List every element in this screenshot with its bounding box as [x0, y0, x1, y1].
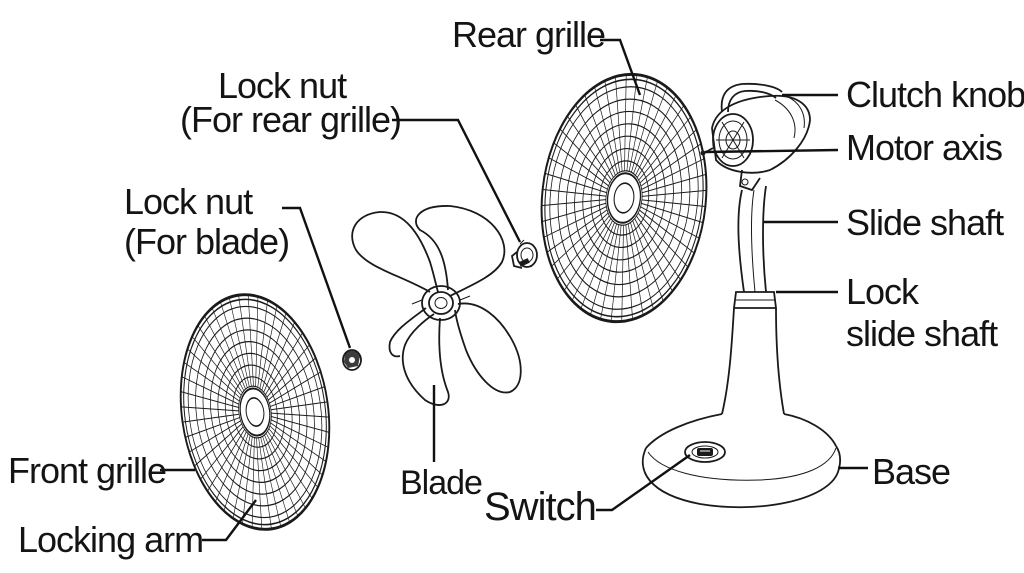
lock-nut-rear-drawing [511, 239, 538, 269]
label-lock-nut-rear-line1: Lock nut [218, 65, 347, 106]
label-lock-nut-blade-line2: (For blade) [124, 221, 289, 262]
stand-drawing [641, 185, 842, 509]
motor-head-drawing [700, 82, 811, 192]
label-blade: Blade [400, 464, 482, 502]
rear-grille-drawing [540, 72, 708, 324]
leader-lines [160, 38, 868, 542]
label-front-grille: Front grille [8, 450, 166, 491]
lock-nut-blade-drawing [342, 349, 362, 371]
blade-drawing [351, 205, 522, 406]
label-rear-grille: Rear grille [452, 14, 605, 55]
label-slide-shaft: Slide shaft [846, 202, 1004, 243]
front-grille-drawing [179, 293, 331, 531]
label-lock-nut-rear-line2: (For rear grille) [180, 99, 401, 140]
label-base: Base [872, 451, 950, 492]
label-locking-arm: Locking arm [18, 519, 203, 560]
label-lock-nut-blade-line1: Lock nut [124, 181, 253, 222]
label-motor-axis: Motor axis [846, 127, 1002, 168]
label-clutch-knob: Clutch knob [846, 74, 1024, 115]
label-switch: Switch [484, 485, 596, 529]
label-lock-slide-shaft-line2: slide shaft [846, 313, 998, 354]
label-lock-slide-shaft-line1: Lock [846, 271, 920, 312]
